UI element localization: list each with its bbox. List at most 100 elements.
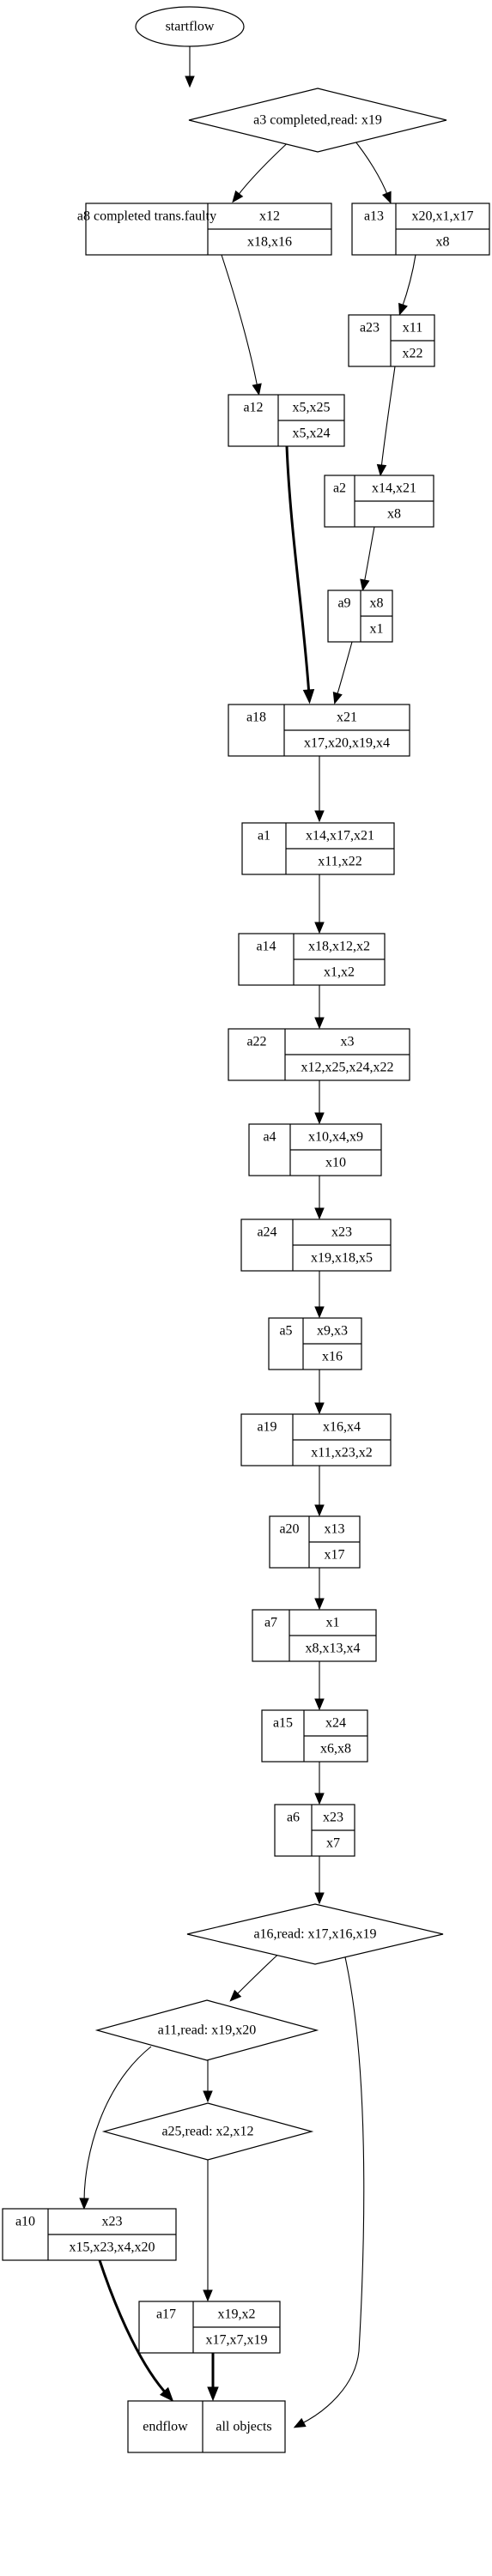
- record-name: a4: [263, 1130, 276, 1145]
- node-a4: a4 x10,x4,x9 x10: [248, 1123, 382, 1176]
- end-objects-label: all objects: [216, 2420, 271, 2434]
- edge-a11-a10: [79, 2046, 152, 2210]
- node-a15: a15 x24 x6,x8: [261, 1709, 368, 1763]
- record-top-vars: x1: [326, 1616, 340, 1630]
- arrowhead: [314, 1892, 325, 1905]
- arrowhead: [314, 1112, 325, 1125]
- record-top-vars: x23: [331, 1225, 352, 1240]
- decision-label: a3 completed,read: x19: [253, 113, 382, 128]
- record-top-vars: x9,x3: [317, 1324, 348, 1339]
- record-bottom-vars: x12,x25,x24,x22: [301, 1061, 394, 1075]
- decision-diamond: [186, 1903, 444, 1965]
- record-bottom-vars: x19,x18,x5: [311, 1251, 373, 1266]
- edge-a18-a1: [314, 756, 325, 823]
- record-bottom-vars: x16: [322, 1350, 343, 1364]
- decision-label: a11,read: x19,x20: [158, 2023, 256, 2038]
- record-top-vars: x20,x1,x17: [412, 209, 474, 224]
- node-a3: a3 completed,read: x19: [188, 88, 447, 153]
- edge-line: [236, 136, 295, 197]
- record-name: a24: [257, 1225, 276, 1240]
- arrowhead: [252, 383, 262, 396]
- edge-startflow-a3: [185, 46, 195, 88]
- record-top-vars: x10,x4,x9: [308, 1130, 363, 1145]
- edge-a7-a15: [314, 1661, 325, 1711]
- record-top-vars: x18,x12,x2: [308, 940, 370, 954]
- record-name: a6: [287, 1811, 300, 1825]
- node-startflow: startflow: [135, 6, 245, 47]
- record-name: a22: [246, 1035, 266, 1049]
- record-name: a20: [279, 1522, 299, 1537]
- record-top-vars: x5,x25: [293, 401, 331, 415]
- decision-diamond: [101, 2102, 314, 2161]
- record-name: a7: [264, 1616, 277, 1630]
- edge-a2-a9: [360, 526, 375, 592]
- arrowhead: [203, 2090, 213, 2103]
- record-top-vars: x23: [102, 2215, 123, 2229]
- arrowhead: [314, 1017, 325, 1030]
- record-bottom-vars: x5,x24: [293, 426, 331, 441]
- edge-layer: [79, 46, 416, 2428]
- record-name: a1: [258, 829, 270, 844]
- record-top-vars: x24: [325, 1716, 346, 1731]
- record-top-vars: x14,x21: [372, 481, 416, 496]
- edge-a23-a2: [376, 366, 396, 477]
- edge-a5-a19: [314, 1370, 325, 1415]
- node-endflow: endflow all objects: [127, 2400, 286, 2453]
- node-label: startflow: [166, 20, 215, 34]
- edge-a20-a7: [314, 1568, 325, 1611]
- edge-line: [234, 1949, 284, 1997]
- record-bottom-vars: x17: [325, 1548, 345, 1563]
- edge-line: [380, 366, 396, 469]
- edge-line: [401, 254, 416, 309]
- edge-line: [363, 526, 375, 584]
- edge-a4-a24: [314, 1176, 325, 1220]
- arrowhead: [314, 922, 325, 934]
- start-ellipse: [135, 6, 245, 47]
- record-bottom-vars: x10: [325, 1156, 346, 1170]
- record-name: a10: [15, 2215, 35, 2229]
- record-bottom-vars: x11,x23,x2: [311, 1446, 372, 1460]
- edge-a6-a16: [314, 1856, 325, 1905]
- node-a11: a11,read: x19,x20: [94, 1999, 319, 2061]
- arrowhead: [360, 578, 370, 592]
- record-bottom-vars: x15,x23,x4,x20: [70, 2240, 155, 2255]
- arrowhead: [185, 76, 195, 88]
- node-a24: a24 x23 x19,x18,x5: [240, 1218, 392, 1272]
- record-bottom-vars: x17,x20,x19,x4: [304, 736, 390, 751]
- decision-diamond: [188, 88, 447, 153]
- arrowhead: [229, 1989, 242, 2002]
- record-name: a19: [257, 1420, 276, 1435]
- record-top-vars: x8: [370, 596, 384, 611]
- edge-a25-a17: [203, 2160, 213, 2302]
- edge-a8-a12: [221, 254, 262, 396]
- decision-label: a25,read: x2,x12: [161, 2125, 253, 2139]
- edge-a13-a23: [398, 254, 416, 316]
- arrowhead: [314, 1598, 325, 1611]
- edge-line: [285, 445, 311, 697]
- record-top-vars: x23: [323, 1811, 343, 1825]
- record-bottom-vars: x1: [370, 622, 384, 637]
- record-name: a23: [360, 321, 380, 336]
- end-box: [127, 2400, 286, 2453]
- edge-line: [83, 2046, 152, 2203]
- node-layer: startflow a3 completed,read: x19 a8 comple…: [2, 6, 490, 2453]
- record-bottom-vars: x6,x8: [320, 1742, 351, 1757]
- record-name: a15: [273, 1716, 293, 1731]
- arrowhead: [203, 2289, 213, 2302]
- record-bottom-vars: x1,x2: [324, 965, 355, 980]
- end-label: endflow: [143, 2420, 188, 2434]
- edge-line: [336, 641, 353, 698]
- edge-a16-endflow: [293, 1949, 365, 2428]
- arrowhead: [398, 302, 408, 316]
